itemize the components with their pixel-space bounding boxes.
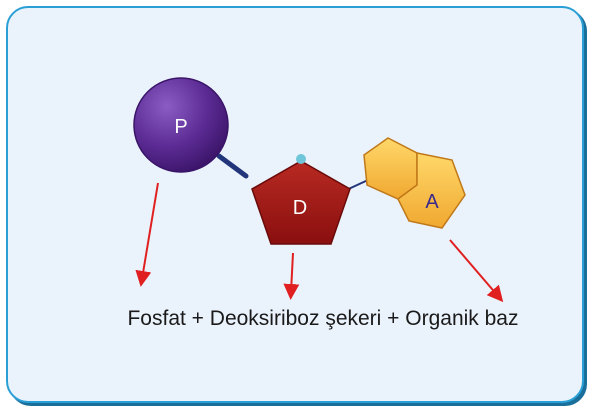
base-arrow [449,239,504,303]
base-pentagon [363,137,418,200]
phosphate-node: P [133,77,229,173]
phosphate-arrow [135,182,159,287]
sugar-node: D [251,154,351,245]
phosphate-sugar-bond [216,153,249,179]
phosphate-label: P [174,116,187,138]
base-node: A [363,137,466,229]
sugar-top-dot [296,154,306,164]
base-label: A [425,191,439,213]
sugar-arrow [283,252,300,300]
base-hexagon [397,152,466,229]
sugar-label: D [293,197,307,219]
nucleotide-caption: Fosfat + Deoksiriboz şekeri + Organik ba… [127,307,519,330]
